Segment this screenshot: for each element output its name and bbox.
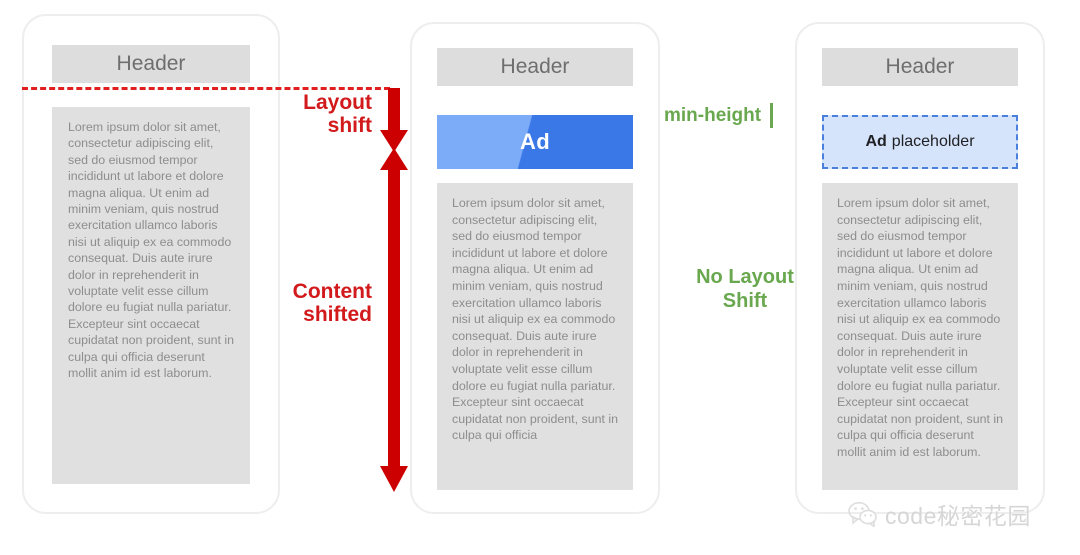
content-shifted-arrow-icon	[380, 148, 408, 492]
label-layout-shift: Layout shift	[303, 91, 372, 137]
lorem-body-text: Lorem ipsum dolor sit amet, consectetur …	[68, 120, 235, 381]
ad-placeholder-box[interactable]: Ad placeholder	[822, 115, 1018, 169]
ad-placeholder-strong-label: Ad	[865, 133, 887, 150]
ad-placeholder-label: placeholder	[891, 133, 975, 150]
watermark: code秘密花园	[848, 497, 1031, 531]
phone-content-block: Lorem ipsum dolor sit amet, consectetur …	[52, 107, 250, 484]
shift-baseline-dashed-line	[22, 87, 390, 90]
phone-content-block: Lorem ipsum dolor sit amet, consectetur …	[822, 183, 1018, 490]
watermark-text: code秘密花园	[885, 503, 1031, 529]
phone-mockup-ad-placeholder: Header Ad placeholder Lorem ipsum dolor …	[795, 22, 1045, 514]
min-height-marker-bar	[770, 103, 774, 128]
lorem-body-text: Lorem ipsum dolor sit amet, consectetur …	[452, 196, 619, 443]
phone-mockup-layout-shift: Header Lorem ipsum dolor sit amet, conse…	[22, 14, 280, 514]
phone-header-bar: Header	[822, 48, 1018, 86]
shift-measure-arrows	[380, 88, 408, 492]
label-no-layout-shift: No Layout Shift	[696, 266, 794, 313]
phone-mockup-ad-loaded: Header Ad Lorem ipsum dolor sit amet, co…	[410, 22, 660, 514]
wechat-bubble-icon	[848, 501, 878, 527]
phone-header-bar: Header	[437, 48, 633, 86]
lorem-body-text: Lorem ipsum dolor sit amet, consectetur …	[837, 196, 1004, 459]
layout-shift-arrow-icon	[380, 88, 408, 152]
phone-header-bar: Header	[52, 45, 250, 83]
label-min-height: min-height	[664, 104, 762, 126]
ad-banner[interactable]: Ad	[437, 115, 633, 169]
label-content-shifted: Content shifted	[292, 280, 372, 326]
label-min-height-group: min-height	[664, 103, 774, 128]
phone-content-block: Lorem ipsum dolor sit amet, consectetur …	[437, 183, 633, 490]
